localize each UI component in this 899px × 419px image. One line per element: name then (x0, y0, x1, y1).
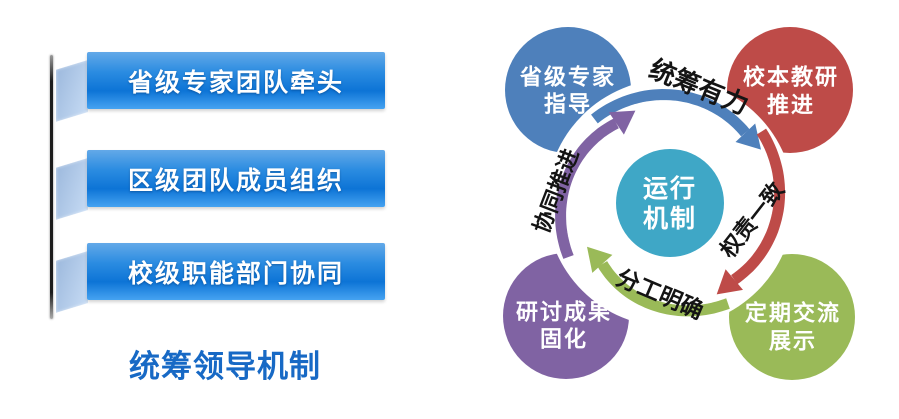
hub-label: 机制 (643, 205, 697, 233)
cycle-arrow-strong-coordination (591, 88, 750, 137)
node-label-provincial-guidance: 省级专家 (519, 65, 616, 90)
node-label-results-consolidation: 固化 (540, 327, 588, 352)
node-label-school-research: 推进 (767, 93, 815, 118)
node-label-provincial-guidance: 指导 (544, 92, 592, 117)
cycle-arrow-collaborative-advance (555, 118, 619, 259)
item-bar: 省级专家团队牵头 (87, 52, 385, 109)
hub-circle (616, 149, 724, 257)
hub-label: 运行 (643, 175, 697, 203)
list-item: 区级团队成员组织 (56, 150, 386, 220)
panel-title: 统筹领导机制 (129, 349, 321, 384)
node-label-school-research: 校本教研 (743, 65, 839, 90)
leadership-panel: 省级专家团队牵头 区级团队成员组织 校级职能部门协同 统筹领导机制 (0, 0, 430, 419)
cycle-arrows (555, 88, 786, 317)
node-label-regular-exchange: 展示 (769, 329, 817, 354)
accent-rod (50, 55, 53, 319)
cycle-arrow-clear-division (597, 261, 730, 317)
item-bar: 校级职能部门协同 (87, 243, 385, 300)
cycle-arrow-head-clear-division (587, 246, 613, 273)
cycle-arrow-aligned-responsibility (731, 128, 786, 285)
item-label: 区级团队成员组织 (127, 166, 344, 195)
node-label-results-consolidation: 研讨成果 (516, 300, 612, 325)
list-item: 省级专家团队牵头 (56, 52, 386, 122)
cycle-arrow-head-collaborative-advance (608, 110, 636, 135)
item-label: 校级职能部门协同 (127, 259, 344, 288)
cycle-arrow-head-strong-coordination (735, 123, 761, 150)
item-label: 省级专家团队牵头 (127, 68, 344, 97)
list-item: 校级职能部门协同 (56, 243, 386, 313)
node-label-regular-exchange: 定期交流 (745, 301, 841, 326)
item-bar: 区级团队成员组织 (87, 150, 385, 207)
cycle-arrow-head-aligned-responsibility (716, 269, 743, 295)
